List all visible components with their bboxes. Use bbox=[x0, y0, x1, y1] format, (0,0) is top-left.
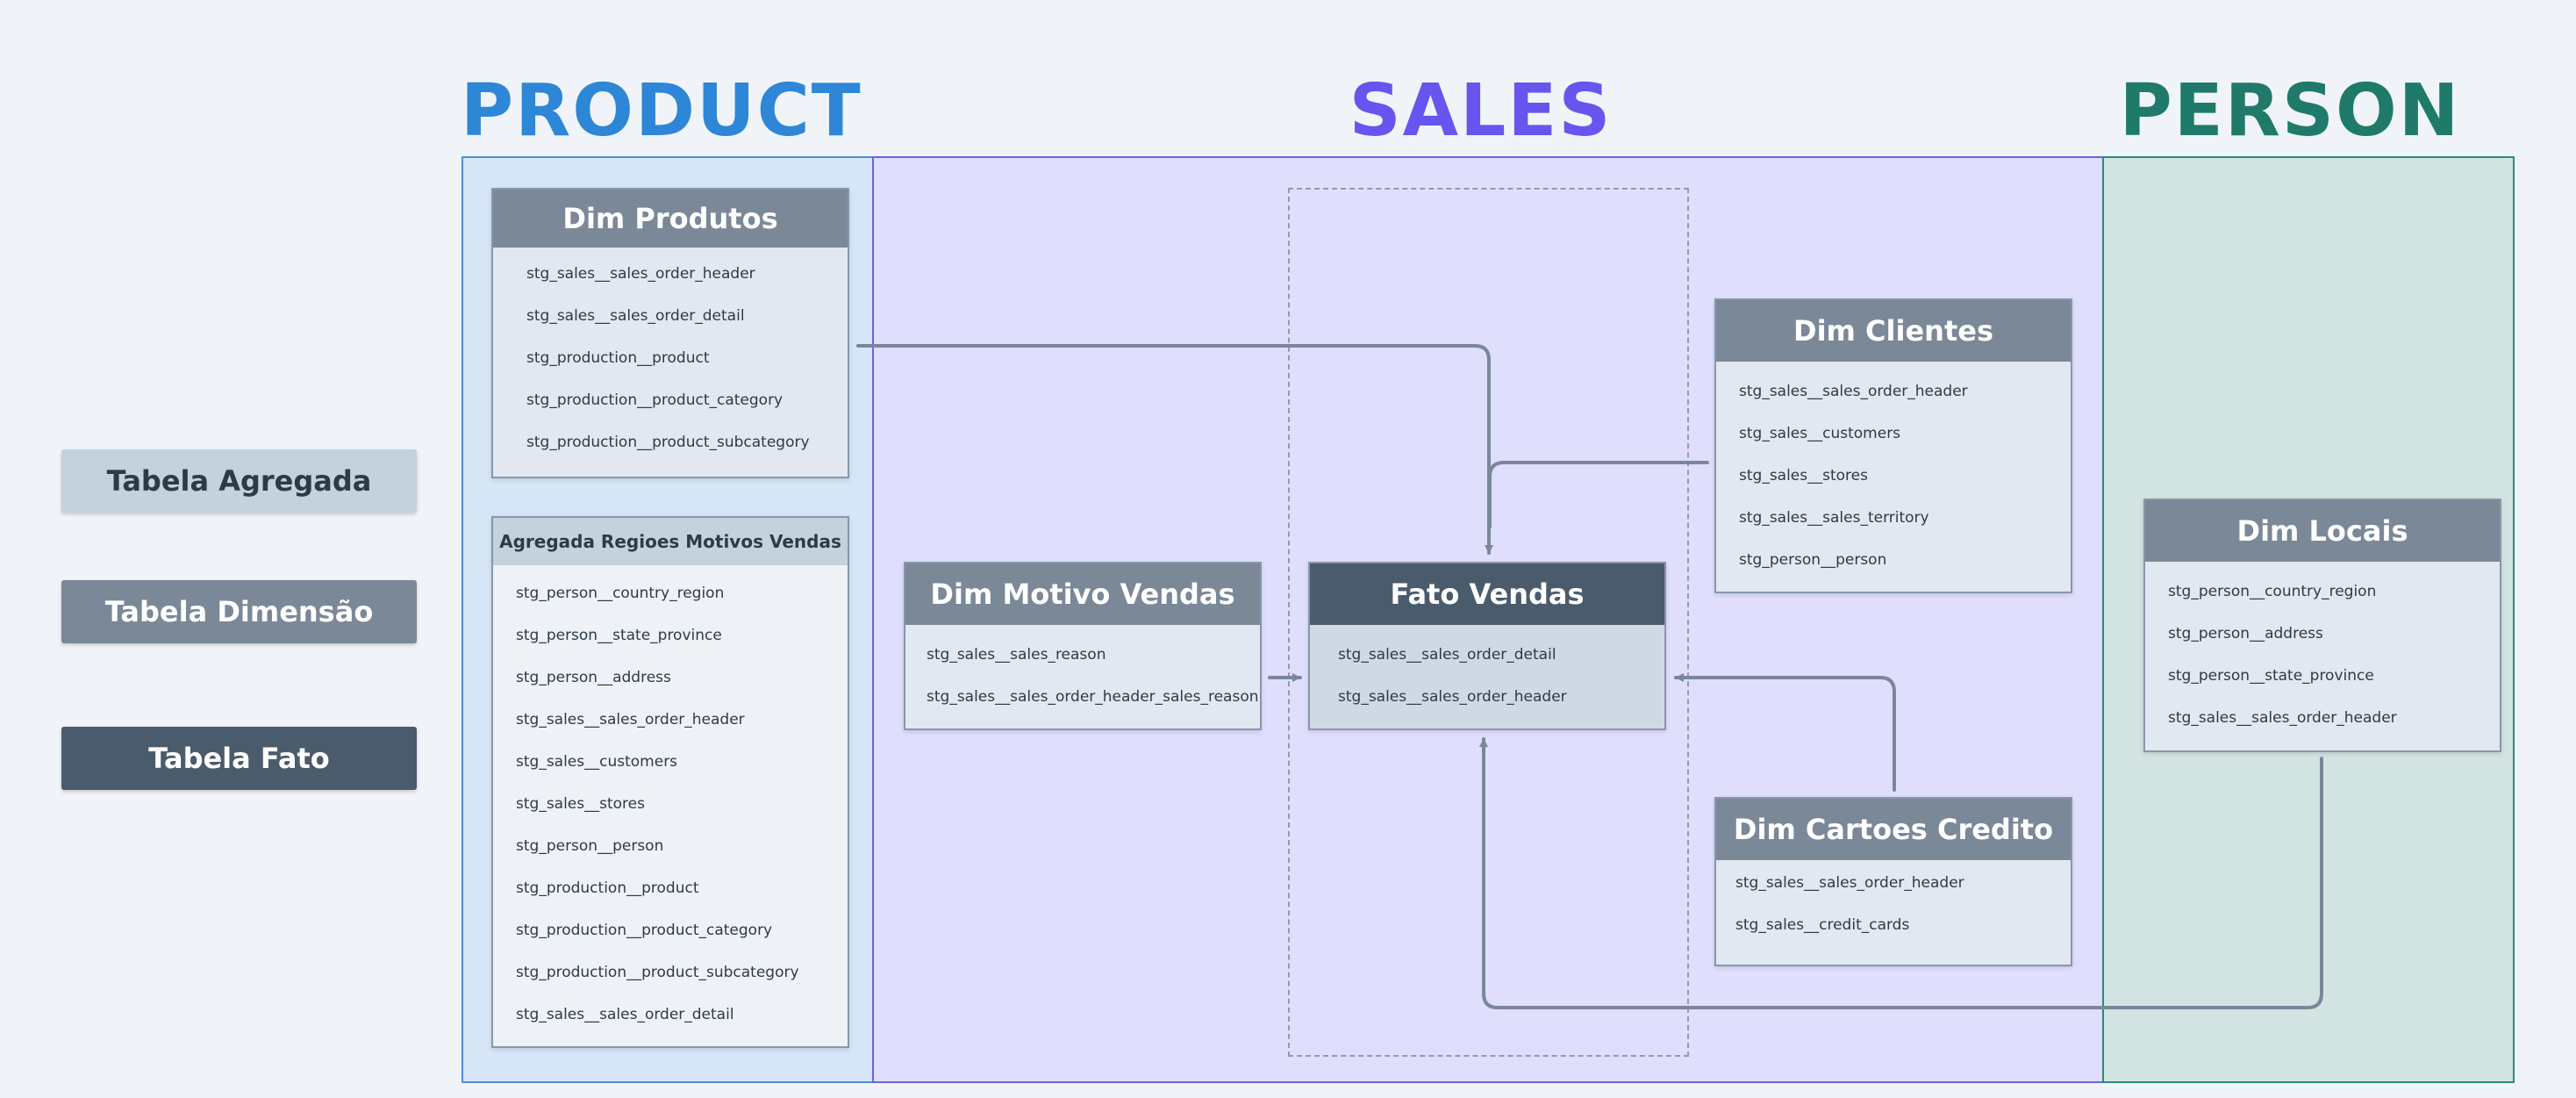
legend-agregada: Tabela Agregada bbox=[61, 449, 417, 513]
connector-dim-produtos-to-fato bbox=[856, 344, 1493, 555]
table-rows: stg_sales__sales_reason stg_sales__sales… bbox=[905, 625, 1260, 730]
legend-dimensao: Tabela Dimensão bbox=[61, 580, 417, 643]
table-row: stg_person__person bbox=[1739, 551, 1887, 569]
table-row: stg_production__product bbox=[526, 349, 710, 367]
table-header: Dim Cartoes Credito bbox=[1716, 799, 2071, 860]
table-rows: stg_sales__sales_order_header stg_sales_… bbox=[1716, 362, 2071, 593]
table-row: stg_production__product_subcategory bbox=[526, 434, 810, 451]
table-rows: stg_person__country_region stg_person__a… bbox=[2145, 562, 2500, 751]
table-row: stg_person__person bbox=[516, 837, 664, 855]
table-row: stg_sales__sales_order_header bbox=[526, 265, 755, 283]
table-agregada-regioes-motivos-vendas[interactable]: Agregada Regioes Motivos Vendas stg_pers… bbox=[491, 516, 849, 1048]
table-rows: stg_sales__sales_order_detail stg_sales_… bbox=[1310, 625, 1664, 730]
table-row: stg_sales__sales_order_header bbox=[1338, 688, 1567, 706]
connector-dim-locais-to-fato bbox=[1479, 737, 2323, 1009]
section-title-sales: SALES bbox=[1349, 69, 1613, 153]
table-header: Dim Motivo Vendas bbox=[905, 563, 1260, 625]
table-row: stg_sales__sales_order_detail bbox=[1338, 646, 1556, 664]
table-row: stg_production__product_category bbox=[516, 922, 773, 939]
table-rows: stg_sales__sales_order_header stg_sales_… bbox=[1716, 860, 2071, 958]
connector-dim-cartoes-to-fato bbox=[1674, 673, 1896, 792]
table-row: stg_person__state_province bbox=[2168, 667, 2374, 685]
table-row: stg_person__state_province bbox=[516, 627, 722, 644]
table-row: stg_person__address bbox=[516, 669, 671, 686]
table-row: stg_sales__sales_order_header bbox=[1735, 874, 1964, 892]
table-row: stg_sales__sales_reason bbox=[927, 646, 1106, 664]
table-row: stg_production__product bbox=[516, 879, 699, 897]
table-row: stg_sales__sales_order_detail bbox=[526, 307, 745, 325]
table-row: stg_person__country_region bbox=[516, 585, 725, 602]
table-fato-vendas[interactable]: Fato Vendas stg_sales__sales_order_detai… bbox=[1308, 562, 1666, 730]
table-row: stg_sales__sales_order_header bbox=[1739, 383, 1968, 400]
table-row: stg_sales__credit_cards bbox=[1735, 916, 1910, 934]
table-row: stg_sales__sales_order_header bbox=[2168, 709, 2397, 727]
table-dim-clientes[interactable]: Dim Clientes stg_sales__sales_order_head… bbox=[1714, 298, 2072, 593]
table-dim-cartoes-credito[interactable]: Dim Cartoes Credito stg_sales__sales_ord… bbox=[1714, 797, 2072, 966]
connector-dim-clientes-to-fato bbox=[1488, 461, 1709, 528]
table-row: stg_sales__customers bbox=[516, 753, 678, 771]
table-row: stg_sales__sales_order_detail bbox=[516, 1006, 734, 1023]
table-rows: stg_person__country_region stg_person__s… bbox=[493, 565, 848, 1048]
table-header: Dim Clientes bbox=[1716, 300, 2071, 362]
table-rows: stg_sales__sales_order_header stg_sales_… bbox=[493, 248, 848, 476]
table-dim-locais[interactable]: Dim Locais stg_person__country_region st… bbox=[2143, 499, 2501, 752]
table-header: Fato Vendas bbox=[1310, 563, 1664, 625]
table-header: Agregada Regioes Motivos Vendas bbox=[493, 518, 848, 565]
fact-boundary bbox=[1288, 188, 1689, 1057]
table-row: stg_sales__sales_order_header_sales_reas… bbox=[927, 688, 1259, 706]
table-row: stg_sales__customers bbox=[1739, 425, 1901, 442]
table-row: stg_person__address bbox=[2168, 625, 2323, 642]
table-row: stg_person__country_region bbox=[2168, 583, 2377, 600]
legend-fato: Tabela Fato bbox=[61, 727, 417, 790]
table-header: Dim Produtos bbox=[493, 190, 848, 248]
section-title-product: PRODUCT bbox=[461, 69, 862, 153]
table-dim-motivo-vendas[interactable]: Dim Motivo Vendas stg_sales__sales_reaso… bbox=[904, 562, 1262, 730]
table-row: stg_production__product_subcategory bbox=[516, 964, 799, 981]
table-row: stg_sales__sales_order_header bbox=[516, 711, 745, 728]
table-header: Dim Locais bbox=[2145, 500, 2500, 562]
table-dim-produtos[interactable]: Dim Produtos stg_sales__sales_order_head… bbox=[491, 188, 849, 478]
table-row: stg_production__product_category bbox=[526, 391, 784, 409]
section-title-person: PERSON bbox=[2119, 69, 2461, 153]
table-row: stg_sales__stores bbox=[1739, 467, 1868, 484]
table-row: stg_sales__stores bbox=[516, 795, 645, 813]
table-row: stg_sales__sales_territory bbox=[1739, 509, 1929, 527]
